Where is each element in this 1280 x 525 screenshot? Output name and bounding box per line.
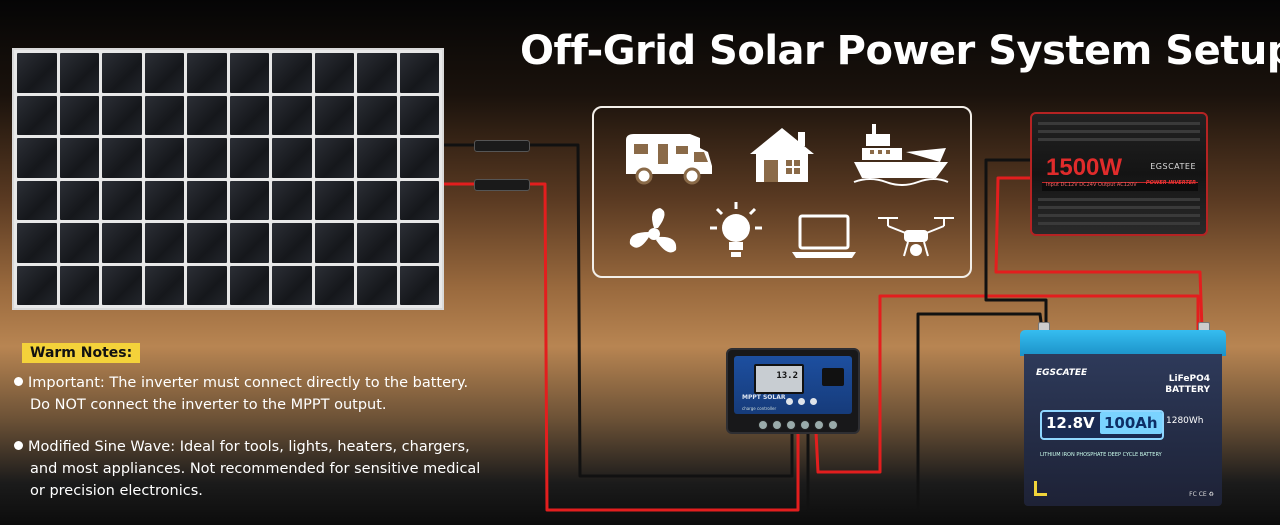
controller-battery-positive-wire (814, 294, 1200, 474)
light-bulb-icon (710, 202, 762, 257)
rv-icon (626, 134, 712, 185)
note-inverter-connection: Important: The inverter must connect dir… (14, 372, 554, 416)
usage-icons-panel (592, 106, 972, 278)
panel-negative-wire (470, 143, 794, 478)
fan-icon (629, 208, 677, 253)
controller-terminal (814, 420, 824, 430)
controller-subtitle: charge controller (742, 406, 777, 411)
controller-name: MPPT SOLAR (742, 394, 786, 401)
bullet-icon (14, 441, 23, 450)
battery-spec-box: 12.8V 100Ah (1040, 410, 1164, 440)
controller-button[interactable] (798, 398, 805, 405)
mc4-connector-positive (474, 179, 530, 191)
controller-terminal (786, 420, 796, 430)
controller-terminal (828, 420, 838, 430)
page-title: Off-Grid Solar Power System Setup (520, 28, 1280, 74)
controller-terminal (758, 420, 768, 430)
controller-button[interactable] (810, 398, 817, 405)
controller-button[interactable] (786, 398, 793, 405)
note-modified-sine-wave: Modified Sine Wave: Ideal for tools, lig… (14, 436, 554, 502)
controller-lcd: 13.2 (754, 364, 804, 394)
inverter-model: 1500W (1046, 154, 1123, 181)
inverter-brand: EGSCATEE (1150, 162, 1196, 171)
drone-icon (878, 217, 954, 257)
battery-voltage: 12.8V (1046, 414, 1095, 432)
battery-energy: 1280Wh (1166, 416, 1204, 426)
inverter-label-strip (1042, 182, 1198, 191)
battery-lid (1020, 330, 1226, 356)
inverter-battery-negative-wire (984, 158, 1048, 330)
solar-cell-grid (14, 50, 442, 308)
battery-subtitle: LITHIUM IRON PHOSPHATE DEEP CYCLE BATTER… (1040, 452, 1162, 458)
battery-logo-mark (1034, 481, 1047, 496)
power-inverter: 1500W EGSCATEE Input DC12V DC24V Output … (1030, 112, 1208, 236)
solar-panel (12, 48, 444, 310)
controller-battery-negative-wire (806, 312, 1044, 512)
usb-ports (822, 368, 844, 386)
inverter-battery-positive-wire (994, 176, 1204, 331)
battery-capacity: 100Ah (1100, 412, 1162, 434)
laptop-icon (792, 214, 856, 258)
ship-icon (853, 124, 949, 186)
inverter-spec: Input DC12V DC24V Output AC120V (1046, 182, 1137, 188)
mc4-connector-negative (474, 140, 530, 152)
bullet-icon (14, 377, 23, 386)
inverter-label: POWER INVERTER (1145, 180, 1196, 186)
battery-brand: EGSCATEE (1036, 368, 1088, 378)
controller-face: 13.2 MPPT SOLAR charge controller (734, 356, 852, 414)
house-icon (750, 128, 814, 182)
certification-marks: FC CE ♻ (1189, 491, 1214, 498)
warm-notes-title: Warm Notes: (22, 343, 141, 363)
controller-terminal (772, 420, 782, 430)
mppt-charge-controller: 13.2 MPPT SOLAR charge controller (726, 348, 860, 434)
controller-lcd-value: 13.2 (776, 371, 798, 381)
controller-terminal (800, 420, 810, 430)
